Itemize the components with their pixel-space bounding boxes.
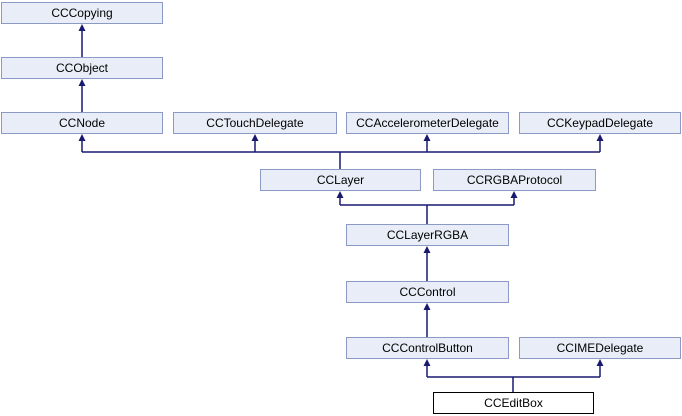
arrowhead [78,24,86,31]
arrowhead [78,134,86,141]
class-node-cceditbox: CCEditBox [433,392,594,414]
class-node-ccnode[interactable]: CCNode [1,112,163,134]
class-node-cclayerrgba[interactable]: CCLayerRGBA [346,224,509,246]
edge-cclayer-parents [78,134,604,169]
class-node-ccrgbaprotocol[interactable]: CCRGBAProtocol [433,169,596,191]
class-node-ccobject[interactable]: CCObject [1,57,163,79]
class-node-ccaccelerometerdelegate[interactable]: CCAccelerometerDelegate [346,112,509,134]
arrowhead [423,134,431,141]
arrowhead [423,246,431,253]
arrowhead [596,359,604,366]
edge-cclayerrgba-parents [336,191,518,224]
edge-line [81,139,601,169]
edge-ccobject-cccopying [78,24,86,57]
edge-line [426,364,601,392]
arrowhead [423,359,431,366]
arrowhead [510,191,518,198]
arrowhead [423,303,431,310]
class-node-cccopying[interactable]: CCCopying [1,2,163,24]
class-node-cccontrolbutton[interactable]: CCControlButton [346,337,509,359]
class-node-ccimedelegate[interactable]: CCIMEDelegate [519,337,681,359]
class-node-cctouchdelegate[interactable]: CCTouchDelegate [173,112,337,134]
arrowhead [78,79,86,86]
class-node-cclayer[interactable]: CCLayer [260,169,421,191]
arrowhead [251,134,259,141]
class-node-cckeypaddelegate[interactable]: CCKeypadDelegate [519,112,681,134]
edge-cceditbox-parents [423,359,604,392]
edge-line [339,196,515,224]
arrowhead [596,134,604,141]
arrowhead [336,191,344,198]
edge-cccontrol-cclayerrgba [423,246,431,281]
class-node-cccontrol[interactable]: CCControl [346,281,509,303]
edge-cccontrolbutton-cccontrol [423,303,431,337]
edge-ccnode-ccobject [78,79,86,112]
